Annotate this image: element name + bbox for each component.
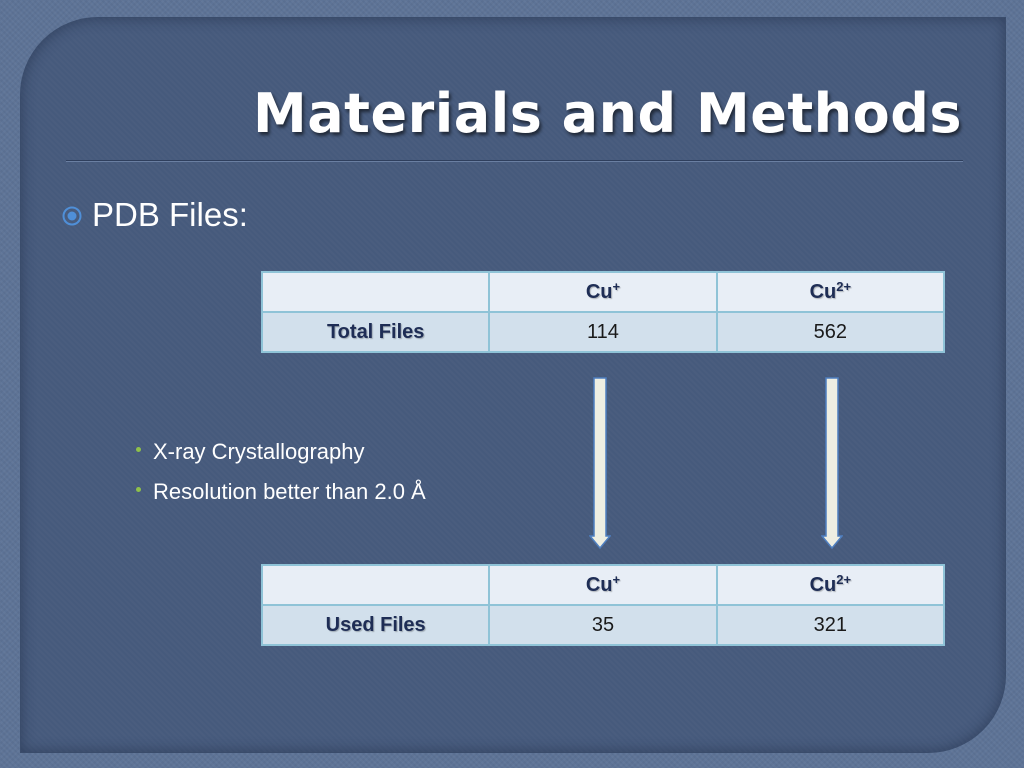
table-cell: 562 xyxy=(715,311,946,353)
sub-bullet-text: Resolution better than 2.0 Å xyxy=(153,479,426,504)
table-header-row: Cu+ Cu2+ xyxy=(260,271,946,313)
list-item: Resolution better than 2.0 Å xyxy=(136,472,426,512)
table-row: Used Files 35 321 xyxy=(260,604,946,646)
target-icon xyxy=(62,206,82,226)
title-divider xyxy=(66,160,963,162)
table-cell: 321 xyxy=(715,604,946,646)
bullet-dot-icon xyxy=(136,486,141,492)
row-label: Total Files xyxy=(260,311,491,353)
arrow-down-icon xyxy=(589,377,611,550)
main-bullet-text: PDB Files: xyxy=(92,196,248,233)
row-label: Used Files xyxy=(260,604,491,646)
bullet-dot-icon xyxy=(136,446,141,452)
table-cell: 35 xyxy=(488,604,718,646)
total-files-table: Cu+ Cu2+ Total Files 114 562 xyxy=(260,271,946,353)
arrow-down-icon xyxy=(821,377,843,550)
table-corner-cell xyxy=(260,271,491,313)
table-row: Total Files 114 562 xyxy=(260,311,946,353)
list-item: X-ray Crystallography xyxy=(136,432,426,472)
column-header-cu2: Cu2+ xyxy=(715,564,946,606)
column-header-cu2: Cu2+ xyxy=(715,271,946,313)
slide-title: Materials and Methods xyxy=(253,82,962,145)
used-files-table: Cu+ Cu2+ Used Files 35 321 xyxy=(260,564,946,646)
table-corner-cell xyxy=(260,564,491,606)
main-bullet: PDB Files: xyxy=(62,196,248,234)
table-header-row: Cu+ Cu2+ xyxy=(260,564,946,606)
column-header-cu1: Cu+ xyxy=(488,271,718,313)
sub-bullet-text: X-ray Crystallography xyxy=(153,439,365,464)
column-header-cu1: Cu+ xyxy=(488,564,718,606)
table-cell: 114 xyxy=(488,311,718,353)
slide-panel xyxy=(20,17,1006,753)
sub-bullet-list: X-ray Crystallography Resolution better … xyxy=(136,432,426,512)
